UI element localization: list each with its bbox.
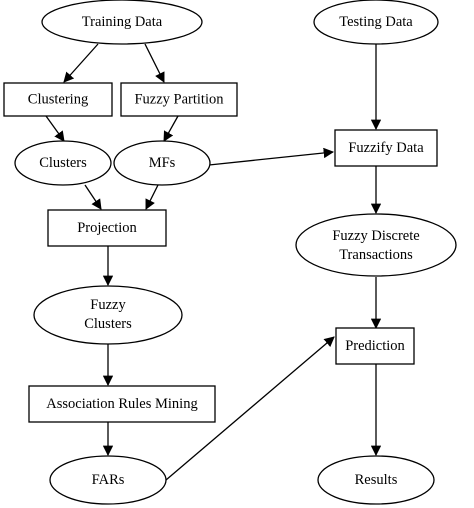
clusters-label: Clusters xyxy=(39,155,87,171)
clustering-label: Clustering xyxy=(28,92,88,108)
edge-clustering-to-clusters xyxy=(45,115,65,142)
training-data-label: Training Data xyxy=(82,14,163,30)
edge-fuzzy-partition-to-mfs xyxy=(163,115,179,142)
node-fuzzy-clusters: Fuzzy Clusters xyxy=(33,285,183,345)
testing-data-label: Testing Data xyxy=(339,14,413,30)
node-mfs: MFs xyxy=(113,140,211,186)
edge-mfs-to-fuzzify-data xyxy=(208,147,335,166)
node-training-data: Training Data xyxy=(41,0,203,45)
edge-training-to-fuzzy-partition xyxy=(144,43,165,83)
node-fuzzy-discrete-transactions: Fuzzy Discrete Transactions xyxy=(295,213,457,277)
edge-mfs-to-projection xyxy=(145,184,159,210)
node-fars: FARs xyxy=(49,455,167,505)
edge-clusters-to-projection xyxy=(84,184,102,210)
node-fuzzify-data: Fuzzify Data xyxy=(334,129,438,167)
node-clustering: Clustering xyxy=(3,82,113,117)
fuzzy-clusters-label-line2: Clusters xyxy=(84,316,132,332)
node-projection: Projection xyxy=(47,209,167,247)
node-clusters: Clusters xyxy=(14,140,112,186)
results-label: Results xyxy=(355,472,398,488)
fuzzify-data-label: Fuzzify Data xyxy=(348,140,424,156)
node-fuzzy-partition: Fuzzy Partition xyxy=(120,82,238,117)
edges xyxy=(45,43,382,481)
fuzzy-discrete-label-line1: Fuzzy Discrete xyxy=(332,228,419,244)
fars-label: FARs xyxy=(92,472,125,488)
node-association-rules-mining: Association Rules Mining xyxy=(28,385,216,423)
node-testing-data: Testing Data xyxy=(313,0,439,45)
mfs-label: MFs xyxy=(149,155,176,171)
node-results: Results xyxy=(317,455,435,505)
association-rules-mining-label: Association Rules Mining xyxy=(46,396,197,412)
edge-fars-to-prediction xyxy=(165,336,335,481)
fuzzy-clusters-label-line1: Fuzzy xyxy=(90,297,126,313)
node-prediction: Prediction xyxy=(335,327,415,365)
projection-label: Projection xyxy=(77,220,137,236)
fuzzy-partition-label: Fuzzy Partition xyxy=(134,92,224,108)
fuzzy-discrete-label-line2: Transactions xyxy=(339,247,413,263)
edge-training-to-clustering xyxy=(63,43,99,83)
prediction-label: Prediction xyxy=(345,338,405,354)
